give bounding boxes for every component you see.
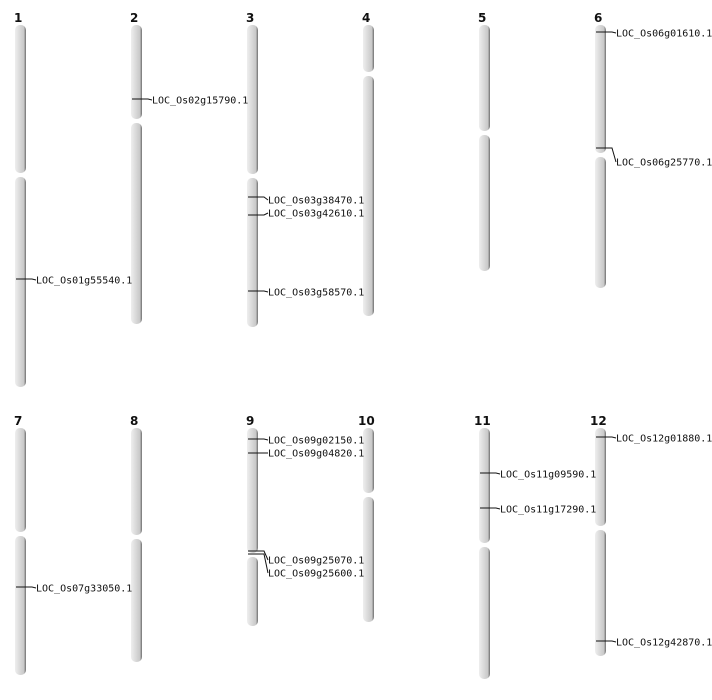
chromosome-arm-p xyxy=(479,428,490,543)
gene-label: LOC_Os12g42870.1 xyxy=(616,638,712,649)
gene-marker: LOC_Os09g25070.1 xyxy=(248,550,364,567)
chromosome-number: 10 xyxy=(358,414,375,428)
gene-marker-line xyxy=(480,472,501,475)
gene-marker: LOC_Os03g42610.1 xyxy=(248,209,364,220)
chromosome-9: 9 xyxy=(246,414,258,626)
gene-marker-line xyxy=(248,553,269,574)
chromosome-arm-p xyxy=(247,428,258,553)
gene-label: LOC_Os02g15790.1 xyxy=(152,96,248,107)
chromosome-arm-q xyxy=(363,76,374,316)
chromosome-number: 2 xyxy=(130,11,138,25)
gene-marker: LOC_Os11g09590.1 xyxy=(480,470,596,481)
chromosome-6: 6 xyxy=(594,11,606,288)
chromosome-arm-q xyxy=(247,178,258,327)
chromosome-number: 4 xyxy=(362,11,370,25)
gene-marker: LOC_Os09g25600.1 xyxy=(248,553,364,580)
chromosome-number: 8 xyxy=(130,414,138,428)
gene-label: LOC_Os09g02150.1 xyxy=(268,436,364,447)
chromosome-arm-p xyxy=(479,25,490,131)
chromosome-11: 11 xyxy=(474,414,491,679)
gene-marker: LOC_Os12g01880.1 xyxy=(596,434,712,445)
chromosome-number: 9 xyxy=(246,414,254,428)
gene-marker-line xyxy=(16,586,37,589)
gene-label: LOC_Os11g09590.1 xyxy=(500,470,596,481)
chromosome-arm-p xyxy=(363,428,374,493)
gene-label: LOC_Os11g17290.1 xyxy=(500,505,596,516)
gene-marker-line xyxy=(132,98,153,101)
chromosome-number: 7 xyxy=(14,414,22,428)
chromosome-10: 10 xyxy=(358,414,375,622)
chromosome-number: 3 xyxy=(246,11,254,25)
gene-label: LOC_Os01g55540.1 xyxy=(36,276,132,287)
gene-label: LOC_Os03g42610.1 xyxy=(268,209,364,220)
gene-marker-line xyxy=(596,436,617,439)
chromosome-arm-q xyxy=(479,547,490,679)
gene-marker: LOC_Os03g38470.1 xyxy=(248,196,364,207)
chromosome-arm-q xyxy=(15,536,26,675)
chromosome-arm-q xyxy=(595,157,606,288)
chromosome-12: 12 xyxy=(590,414,607,656)
gene-marker: LOC_Os02g15790.1 xyxy=(132,96,248,107)
chromosome-number: 1 xyxy=(14,11,22,25)
gene-label: LOC_Os03g58570.1 xyxy=(268,288,364,299)
gene-label: LOC_Os06g25770.1 xyxy=(616,158,712,169)
gene-label: LOC_Os09g25600.1 xyxy=(268,569,364,580)
gene-markers: LOC_Os01g55540.1 LOC_Os02g15790.1LOC_Os03… xyxy=(16,29,712,649)
gene-marker: LOC_Os09g02150.1 xyxy=(248,436,364,447)
chromosome-number: 6 xyxy=(594,11,602,25)
chromosome-arm-q xyxy=(131,123,142,324)
gene-label: LOC_Os09g04820.1 xyxy=(268,449,364,460)
gene-label: LOC_Os03g38470.1 xyxy=(268,196,364,207)
chromosome-arm-p xyxy=(247,25,258,174)
chromosome-arm-p xyxy=(363,25,374,72)
chromosome-number: 11 xyxy=(474,414,491,428)
gene-marker: LOC_Os06g01610.1 xyxy=(596,29,712,40)
chromosome-2: 2 xyxy=(130,11,142,324)
gene-marker-line xyxy=(248,212,269,216)
gene-label: LOC_Os09g25070.1 xyxy=(268,556,364,567)
gene-marker-line xyxy=(596,31,617,34)
chromosome-arm-q xyxy=(595,530,606,656)
chromosome-3: 3 xyxy=(246,11,258,327)
chromosome-arm-p xyxy=(131,25,142,119)
chromosome-arm-q xyxy=(15,177,26,387)
chromosome-arm-q xyxy=(363,497,374,622)
gene-marker: LOC_Os03g58570.1 xyxy=(248,288,364,299)
gene-marker: LOC_Os09g04820.1 xyxy=(248,449,364,460)
chromosome-arm-p xyxy=(15,428,26,532)
gene-marker-line xyxy=(248,290,269,293)
chromosome-arm-p xyxy=(131,428,142,535)
chromosome-arm-p xyxy=(15,25,26,173)
chromosome-8: 8 xyxy=(130,414,142,662)
gene-marker-line xyxy=(16,278,37,281)
chromosome-arm-p xyxy=(595,428,606,526)
gene-marker: LOC_Os12g42870.1 xyxy=(596,638,712,649)
chromosome-7: 7 xyxy=(14,414,26,675)
gene-marker-line xyxy=(596,640,617,643)
gene-marker-line xyxy=(596,147,617,163)
gene-marker-line xyxy=(248,196,269,201)
gene-marker: LOC_Os06g25770.1 xyxy=(596,147,712,169)
gene-marker: LOC_Os01g55540.1 xyxy=(16,276,132,287)
chromosome-4: 4 xyxy=(362,11,374,316)
chromosome-number: 12 xyxy=(590,414,607,428)
gene-label: LOC_Os06g01610.1 xyxy=(616,29,712,40)
chromosome-5: 5 xyxy=(478,11,490,271)
chromosome-arm-q xyxy=(247,557,258,626)
gene-marker: LOC_Os07g33050.1 xyxy=(16,584,132,595)
gene-marker-line xyxy=(248,550,269,561)
gene-marker-line xyxy=(248,438,269,441)
chromosome-number: 5 xyxy=(478,11,486,25)
gene-marker-line xyxy=(480,507,501,510)
gene-label: LOC_Os07g33050.1 xyxy=(36,584,132,595)
chromosome-1: 1 xyxy=(14,11,26,387)
chromosome-arm-p xyxy=(595,25,606,153)
chromosome-arm-q xyxy=(479,135,490,271)
gene-marker: LOC_Os11g17290.1 xyxy=(480,505,596,516)
gene-label: LOC_Os12g01880.1 xyxy=(616,434,712,445)
chromosome-arm-q xyxy=(131,539,142,662)
